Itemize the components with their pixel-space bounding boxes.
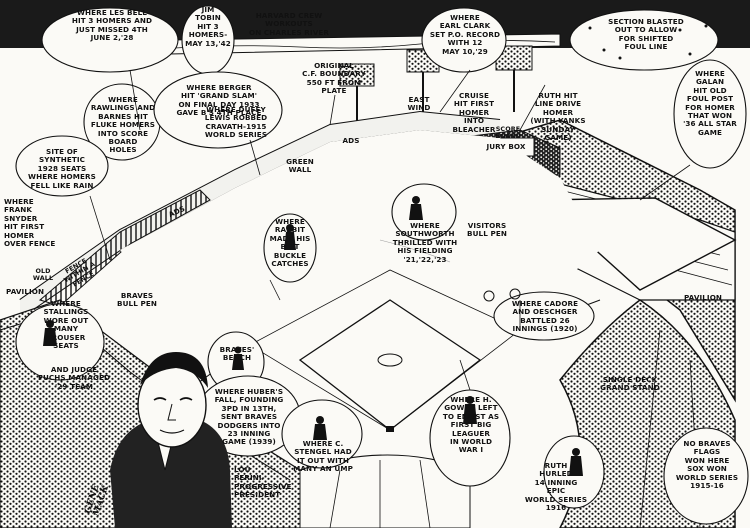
label-rabbit: WHERE RABBIT MADE HIS BELT BUCKLE CATCHE…	[269, 217, 311, 269]
bubble-earl-clark	[421, 7, 507, 73]
label-gowdy: WHERE H. GOWDY LEFT TO ENLIST AS FIRST B…	[442, 395, 500, 455]
label-ads-1: ADS	[342, 136, 360, 145]
label-jim-tobin: JIM TOBIN HIT 3 HOMERS- MAY 13,'42	[185, 5, 231, 48]
label-east-wind: EAST WIND	[407, 95, 431, 113]
label-earl-clark: WHERE EARL CLARK SET P.O. RECORD WITH 12…	[429, 13, 501, 56]
label-rawlings: WHERE RAWLINGS AND BARNES HIT FLUKE HOME…	[90, 95, 156, 155]
label-southworth: WHERE SOUTHWORTH THRILLED WITH HIS FIELD…	[392, 221, 458, 264]
perini-portrait	[110, 352, 232, 528]
bubble-les-bell	[41, 7, 179, 73]
label-braves-bullpen: BRAVES BULL PEN	[117, 291, 157, 309]
bubble-southworth	[391, 183, 457, 241]
label-fuchs: AND JUDGE FUCHS MANAGED '29 TEAM	[37, 365, 111, 391]
label-cadore: WHERE CADORE AND OESCHGER BATTLED 26 INN…	[511, 299, 579, 334]
label-single-deck: SINGLE DECK GRAND STAND	[600, 375, 660, 393]
label-pavilion-left: PAVILION	[6, 287, 45, 296]
bubble-no-braves	[663, 427, 749, 525]
bubble-synthetic	[15, 135, 109, 197]
label-visitors-bullpen: VISITORS BULL PEN	[467, 221, 507, 239]
bubble-berger	[153, 71, 283, 149]
label-old-wall: OLD WALL	[32, 267, 54, 283]
label-huber: WHERE HUBER'S FALL, FOUNDING 3PD IN 13TH…	[214, 387, 284, 447]
label-stallings: WHERE STALLINGS WORE OUT MANY TROUSER SE…	[43, 299, 89, 351]
label-snyder: WHERE FRANK SNYDER HIT FIRST HOMER OVER …	[4, 197, 56, 249]
label-berger: WHERE BERGER HIT 'GRAND SLAM' ON FINAL D…	[176, 83, 262, 118]
label-ruth-line: RUTH HIT LINE DRIVE HOMER (WITH YANKS SU…	[530, 91, 586, 143]
label-no-braves: NO BRAVES FLAGS WON HERE SOX WON WORLD S…	[675, 439, 739, 491]
bubble-stallings	[15, 303, 105, 381]
light-tower-left	[339, 63, 375, 150]
label-pavilion-right: PAVILION	[683, 293, 723, 302]
label-jury-box: JURY BOX	[486, 142, 526, 151]
label-cruise: CRUISE HIT FIRST HOMER INTO BLEACHER	[452, 91, 496, 134]
label-synthetic: SITE OF SYNTHETIC 1928 SEATS WHERE HOMER…	[28, 147, 96, 190]
cartoon-figures	[43, 196, 583, 476]
label-original-cf: ORIGINAL C.F. BOUNDARY 550 FT FROM PLATE	[302, 61, 366, 96]
label-green-wall: GREEN WALL	[286, 157, 314, 175]
label-score-board: SCORE BOARD	[495, 125, 521, 141]
label-perini: LOU PERINI- PROGRESSIVE PRESIDENT	[234, 465, 292, 500]
bubble-section-blasted	[569, 9, 719, 71]
label-duffy: WHERE DUFFY LEWIS ROBBED CRAVATH-1915 WO…	[204, 105, 268, 140]
label-harvard-crew: HARVARD CREW WORKOUTS ON CHARLES RIVER	[249, 11, 329, 37]
bubble-cadore	[493, 291, 595, 341]
label-section-blasted: SECTION BLASTED OUT TO ALLOW FOR SHIFTED…	[608, 17, 684, 52]
label-stengel: WHERE C. STENGEL HAD IT OUT WITH MANY AN…	[293, 439, 353, 474]
label-galan: WHERE GALAN HIT OLD FOUL POST FOR HOMER …	[683, 69, 737, 137]
bubble-galan	[673, 59, 747, 169]
label-les-bell: WHERE LES BELL HIT 3 HOMERS AND JUST MIS…	[71, 8, 153, 43]
label-braves-bench: BRAVES' BENCH	[219, 345, 255, 363]
label-ruth-hurled: RUTH HURLED 14 INNING EPIC WORLD SERIES …	[524, 461, 588, 513]
